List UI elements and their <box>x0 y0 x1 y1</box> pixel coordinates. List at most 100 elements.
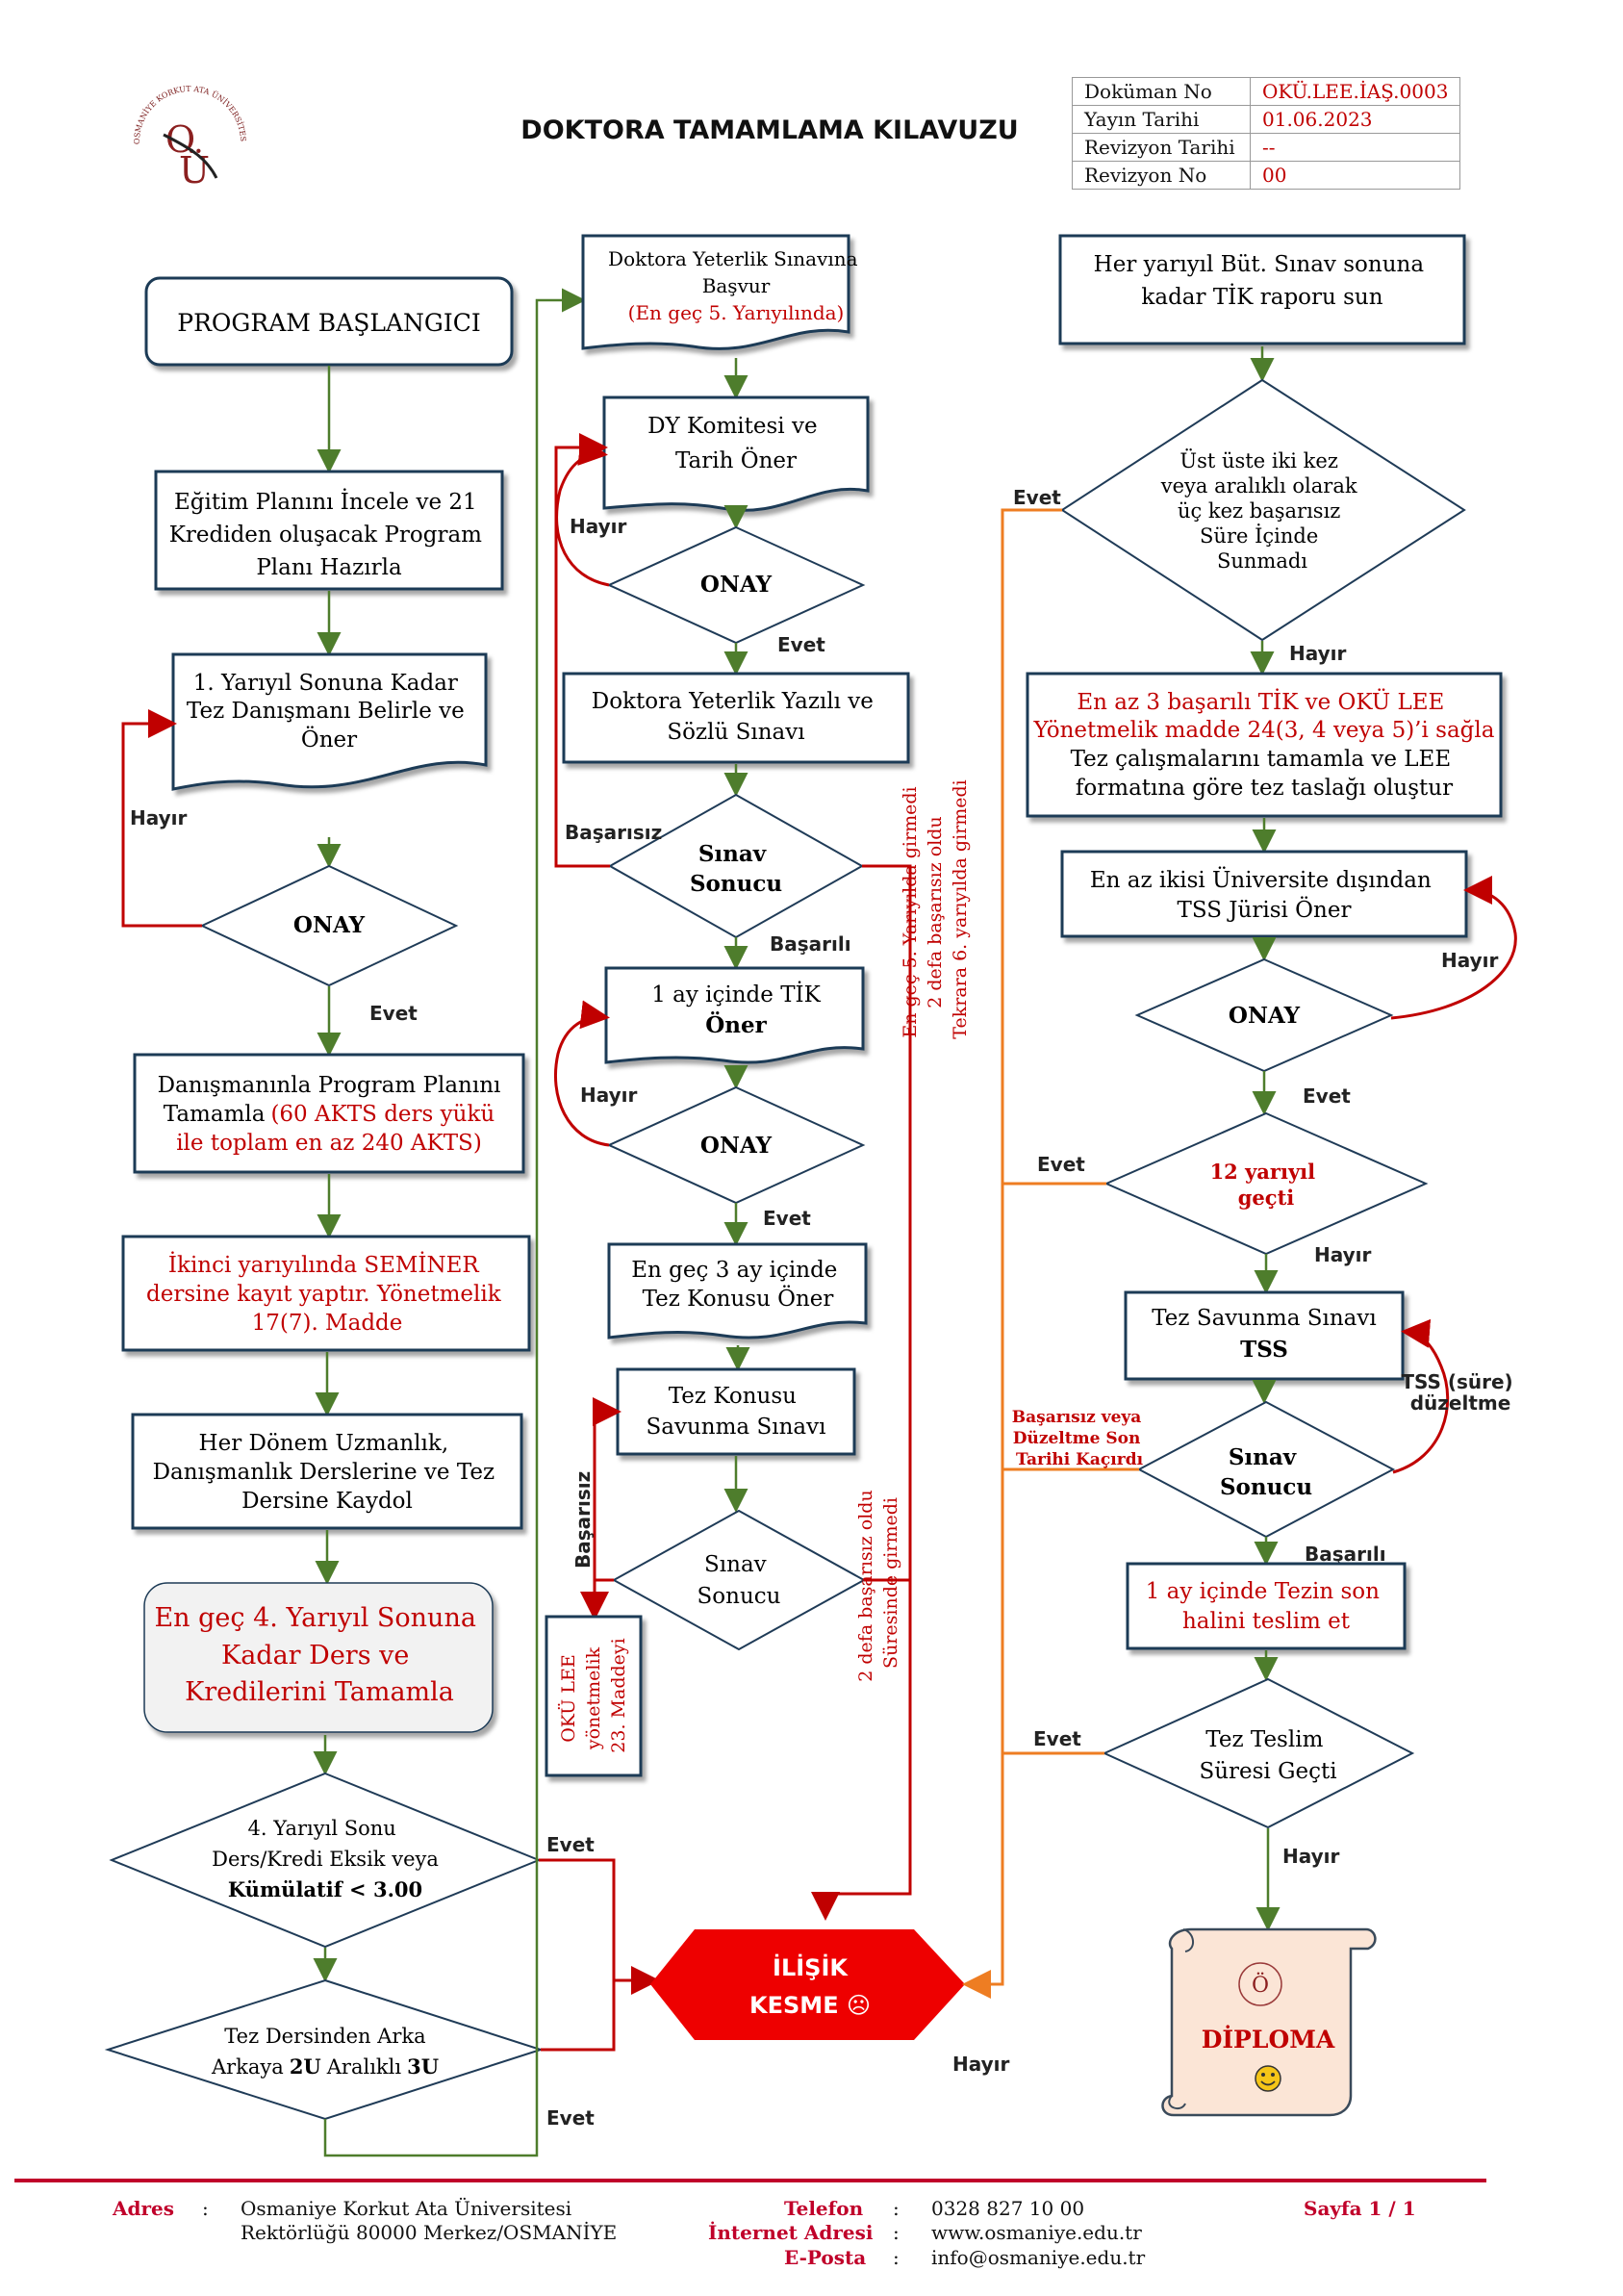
svg-text:DİPLOMA: DİPLOMA <box>1202 2026 1335 2054</box>
footer-web-label: İnternet Adresi <box>708 2221 874 2244</box>
node-seminar: İkinci yarıyılında SEMİNER dersine kayıt… <box>121 1235 531 1352</box>
footer-address-1: Osmaniye Korkut Ata Üniversitesi <box>241 2197 572 2220</box>
svg-text:Tez Savunma Sınavı: Tez Savunma Sınavı <box>1152 1306 1377 1331</box>
svg-text:Doktora Yeterlik Sınavına: Doktora Yeterlik Sınavına Başvur <box>608 247 864 297</box>
seal-icon <box>1238 1962 1282 2006</box>
svg-text:En az 3 başarılı TİK ve OKÜ LE: En az 3 başarılı TİK ve OKÜ LEE Yönetmel… <box>1033 689 1495 743</box>
footer-sep: : <box>202 2197 209 2220</box>
decision-tss-result: Sınav Sonucu <box>1136 1400 1396 1539</box>
svg-text:ONAY: ONAY <box>700 572 773 598</box>
note-defense-1: 2 defa başarısız oldu <box>855 1490 876 1681</box>
label-hayir: Hayır <box>570 515 627 538</box>
svg-text:Sınav Sonucu: Sınav Sonucu <box>690 841 782 897</box>
svg-text:Sınav Sonucu: Sınav Sonucu <box>697 1552 781 1609</box>
node-enroll: Her Dönem Uzmanlık, Danışmanlık Dersleri… <box>131 1413 523 1530</box>
node-committee-document: DY Komitesi ve Tarih Öner <box>602 395 870 512</box>
diploma-scroll: Ö DİPLOMA <box>1161 1927 1377 2117</box>
terminal-dismissal: İLİŞİK KESME ☹ <box>650 1929 965 2040</box>
svg-text:Ö: Ö <box>1252 1972 1269 1998</box>
svg-text:Sınav Sonucu: Sınav Sonucu <box>1220 1444 1312 1500</box>
svg-text:Öner: Öner <box>705 1011 767 1038</box>
meta-key: Revizyon Tarihi <box>1072 133 1251 162</box>
svg-text:PROGRAM BAŞLANGICI: PROGRAM BAŞLANGICI <box>177 309 480 337</box>
node-qualification-exam: Doktora Yeterlik Yazılı ve Sözlü Sınavı <box>562 672 910 764</box>
svg-text:En geç 3 ay içinde Tez K: En geç 3 ay içinde Tez Konusu Öner <box>631 1258 844 1312</box>
svg-text:ONAY: ONAY <box>700 1133 773 1159</box>
svg-text:OKÜ LEE yönetmelik: OKÜ LEE yönetmelik 23. Maddeyi <box>557 1638 629 1752</box>
decision-12-semesters: 12 yarıyıl geçti <box>1103 1111 1429 1256</box>
node-jury: En az ikisi Üniversite dışından TSS Jüri… <box>1060 850 1468 938</box>
svg-text:ile toplam en az 240 AKTS): ile toplam en az 240 AKTS) <box>176 1131 482 1156</box>
svg-text:En geç 4. Yarıyıl Sonuna: En geç 4. Yarıyıl Sonuna Kadar Ders ve K… <box>154 1603 484 1707</box>
svg-text:İLİŞİK: İLİŞİK <box>773 1953 849 1981</box>
svg-text:Her yarıyıl Büt. Sınav sonuna: Her yarıyıl Büt. Sınav sonuna kadar TİK … <box>1094 252 1432 310</box>
decision-onay-1: ONAY <box>199 864 459 987</box>
label-hayir: Hayır <box>952 2053 1010 2076</box>
label-fail-note: Başarısız veya Düzeltme Son Tarihi Kaçır… <box>1012 1408 1148 1469</box>
footer-phone-label: Telefon <box>784 2197 864 2220</box>
document-title: DOKTORA TAMAMLAMA KILAVUZU <box>520 115 1019 145</box>
svg-text:ONAY: ONAY <box>293 912 366 938</box>
node-tik-report: Her yarıyıl Büt. Sınav sonuna kadar TİK … <box>1058 234 1466 345</box>
svg-text:ONAY: ONAY <box>1229 1003 1301 1029</box>
footer-address-label: Adres <box>113 2197 175 2220</box>
svg-text:En az ikisi Üniversite dışında: En az ikisi Üniversite dışından TSS Jüri… <box>1090 867 1438 923</box>
label-evet: Evet <box>546 1833 595 1856</box>
decision-semester4: 4. Yarıyıl Sonu Ders/Kredi Eksik veya Kü… <box>109 1772 542 1949</box>
svg-text:Her Dönem Uzmanlık, Danı: Her Dönem Uzmanlık, Danışmanlık Dersleri… <box>153 1431 502 1514</box>
footer-page: Sayfa 1 / 1 <box>1304 2197 1416 2220</box>
svg-text:Tez Dersinden Arka: Tez Dersinden Arka <box>224 2025 425 2048</box>
decision-onay-4: ONAY <box>1134 957 1394 1073</box>
node-tik-document: 1 ay içinde TİK Öner <box>604 966 865 1064</box>
svg-text:En geç 5. Yarıyılda girmedi: En geç 5. Yarıyılda girmedi 2 defa başar… <box>900 779 971 1038</box>
footer-address-2: Rektörlüğü 80000 Merkez/OSMANİYE <box>241 2221 618 2244</box>
svg-text:Ü: Ü <box>179 149 210 191</box>
meta-value: 01.06.2023 <box>1249 105 1461 134</box>
label-basarili: Başarılı <box>1305 1543 1386 1566</box>
svg-text:Tez Konusu Savunma Sınav: Tez Konusu Savunma Sınavı <box>647 1384 826 1440</box>
label-hayir: Hayır <box>1289 642 1347 665</box>
note-yeterlik-2: 2 defa başarısız oldu <box>925 816 946 1008</box>
node-advisor-document: 1. Yarıyıl Sonuna Kadar Tez Danışmanı Be… <box>171 652 488 791</box>
footer-phone: 0328 827 10 00 <box>931 2197 1085 2220</box>
node-rule-23: OKÜ LEE yönetmelik 23. Maddeyi <box>545 1615 643 1777</box>
label-evet: Evet <box>546 2106 595 2130</box>
svg-text:Kümülatif < 3.00: Kümülatif < 3.00 <box>228 1877 422 1901</box>
label-hayir: Hayır <box>1441 949 1499 972</box>
label-hayir: Hayır <box>1282 1845 1340 1868</box>
meta-value: OKÜ.LEE.İAŞ.0003 <box>1249 77 1461 106</box>
footer-email: info@osmaniye.edu.tr <box>931 2246 1146 2269</box>
footer-sep: : <box>893 2197 900 2220</box>
node-program-start: PROGRAM BAŞLANGICI <box>144 276 514 367</box>
decision-onay-3: ONAY <box>606 1085 866 1205</box>
decision-exam-result: Sınav Sonucu <box>607 793 865 939</box>
flowchart: PROGRAM BAŞLANGICI Eğitim Planını İncele… <box>104 234 1517 2157</box>
node-topic-document: En geç 3 ay içinde Tez Konusu Öner <box>607 1242 868 1339</box>
svg-text:Tez Teslim Süresi Geçti: Tez Teslim Süresi Geçti <box>1199 1727 1336 1784</box>
label-hayir: Hayır <box>580 1084 638 1107</box>
node-complete-plan: Danışmanınla Program Planını Tamamla(60 … <box>133 1053 525 1174</box>
svg-text:Üst üste iki kez veya ar: Üst üste iki kez veya aralıklı olarak üç… <box>1160 448 1364 573</box>
footer-divider <box>14 2179 1486 2182</box>
note-defense-2: Süresinde girmedi <box>880 1497 901 1669</box>
label-evet: Evet <box>1303 1084 1351 1108</box>
decision-onay-2: ONAY <box>606 525 866 645</box>
decision-deadline: Tez Teslim Süresi Geçti <box>1102 1677 1415 1829</box>
svg-text:Doktora Yeterlik Yazılı ve: Doktora Yeterlik Yazılı ve Sözlü Sınavı <box>592 689 880 745</box>
svg-text:12 yarıyıl geçti: 12 yarıyıl geçti <box>1210 1160 1323 1210</box>
svg-text:Tez çalışmalarını tamamla ve L: Tez çalışmalarını tamamla ve LEE formatı… <box>1071 747 1458 801</box>
label-basarisiz: Başarısız <box>571 1471 595 1569</box>
svg-text:Danışmanınla Program Planını: Danışmanınla Program Planını <box>158 1073 501 1098</box>
label-evet: Evet <box>1013 486 1061 509</box>
svg-text:İkinci yarıyılında SEMİNER: İkinci yarıyılında SEMİNER dersine kayıt… <box>146 1252 508 1336</box>
label-evet: Evet <box>369 1002 418 1025</box>
svg-text:KESME ☹: KESME ☹ <box>749 1992 871 2019</box>
svg-text:1 ay içinde Tezin son ha: 1 ay içinde Tezin son halini teslim et <box>1146 1579 1387 1634</box>
node-defense: Tez Konusu Savunma Sınavı <box>616 1367 856 1456</box>
meta-key: Yayın Tarihi <box>1072 105 1251 134</box>
university-logo: OSMANİYE KORKUT ATA ÜNİVERSİTESİ O Ü <box>125 77 247 191</box>
note-yeterlik-1: En geç 5. Yarıyılda girmedi <box>900 786 921 1037</box>
